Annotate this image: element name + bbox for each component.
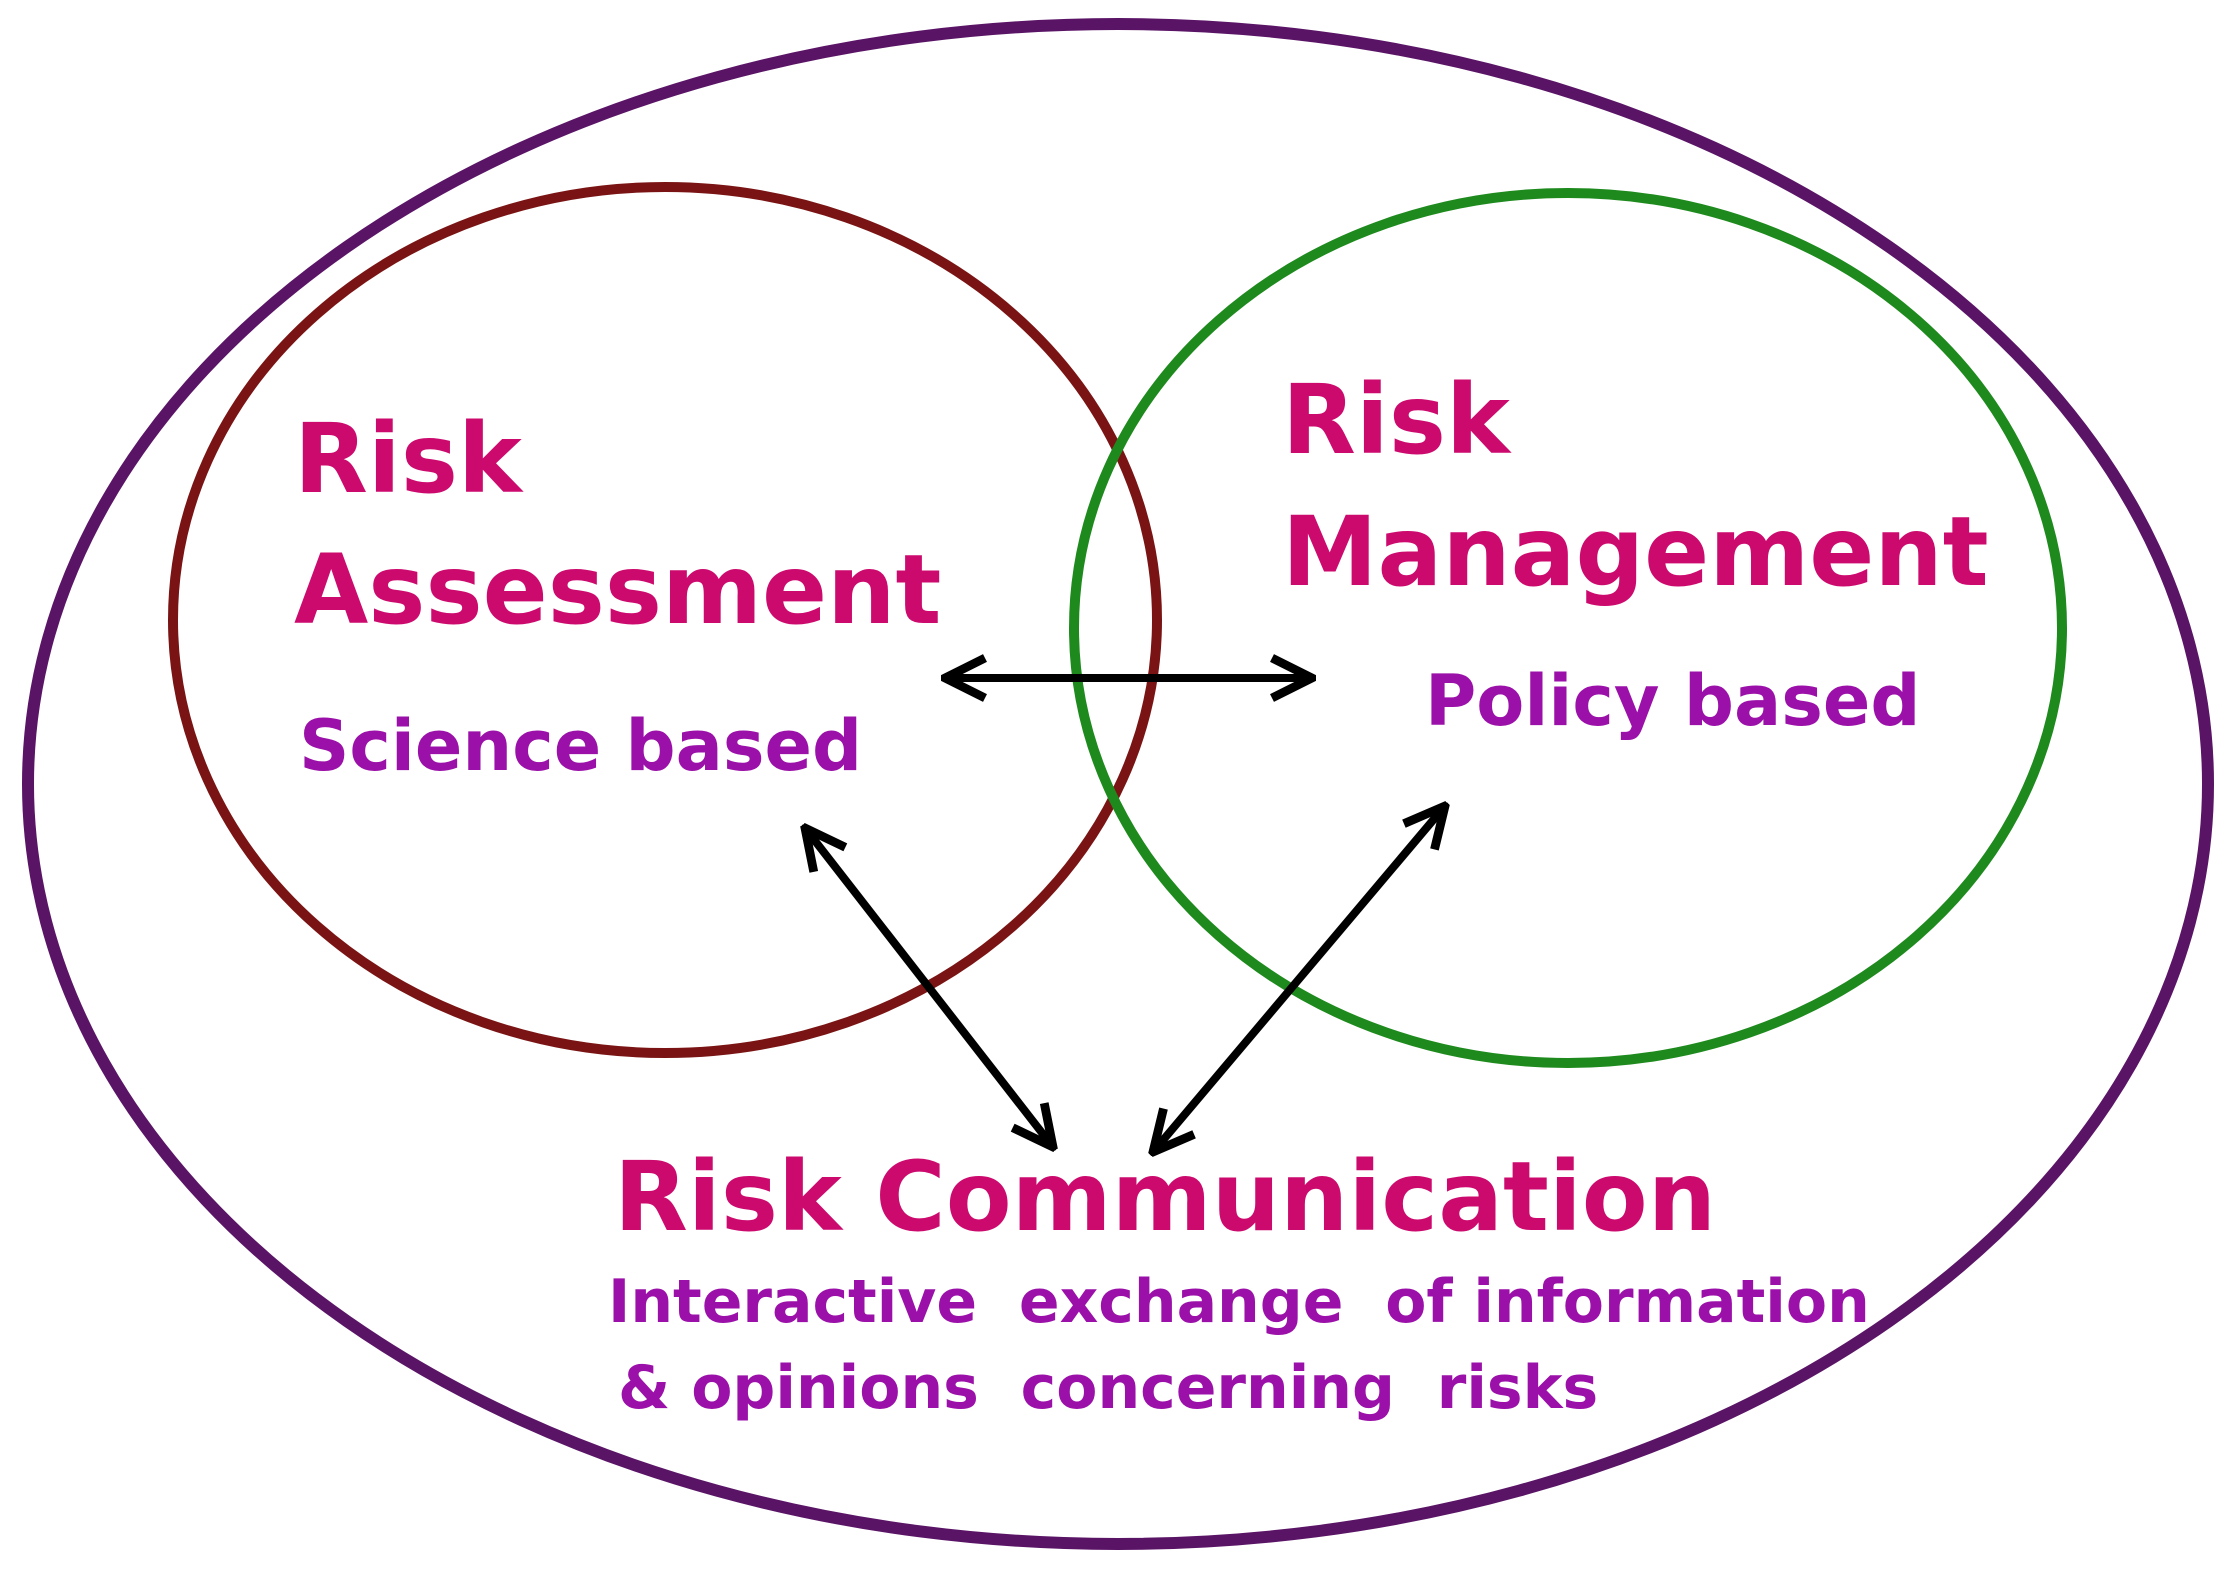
communication-description-line2: & opinions concerning risks xyxy=(618,1353,1598,1423)
communication-title: Risk Communication xyxy=(614,1141,1716,1253)
assessment-communication-arrow xyxy=(805,828,1053,1147)
communication-description-line1: Interactive exchange of information xyxy=(608,1267,1870,1337)
outer-risk-analysis-ellipse xyxy=(22,18,2214,1550)
risk-assessment-circle xyxy=(168,182,1162,1058)
assessment-subtitle: Science based xyxy=(299,705,862,787)
management-title-line2: Management xyxy=(1282,496,1989,608)
assessment-title-line2: Assessment xyxy=(294,534,941,646)
risk-management-circle xyxy=(1069,188,2067,1068)
management-subtitle: Policy based xyxy=(1425,660,1920,742)
management-title-line1: Risk xyxy=(1282,364,1512,476)
management-communication-arrow xyxy=(1153,806,1445,1152)
assessment-title-line1: Risk xyxy=(294,403,524,515)
